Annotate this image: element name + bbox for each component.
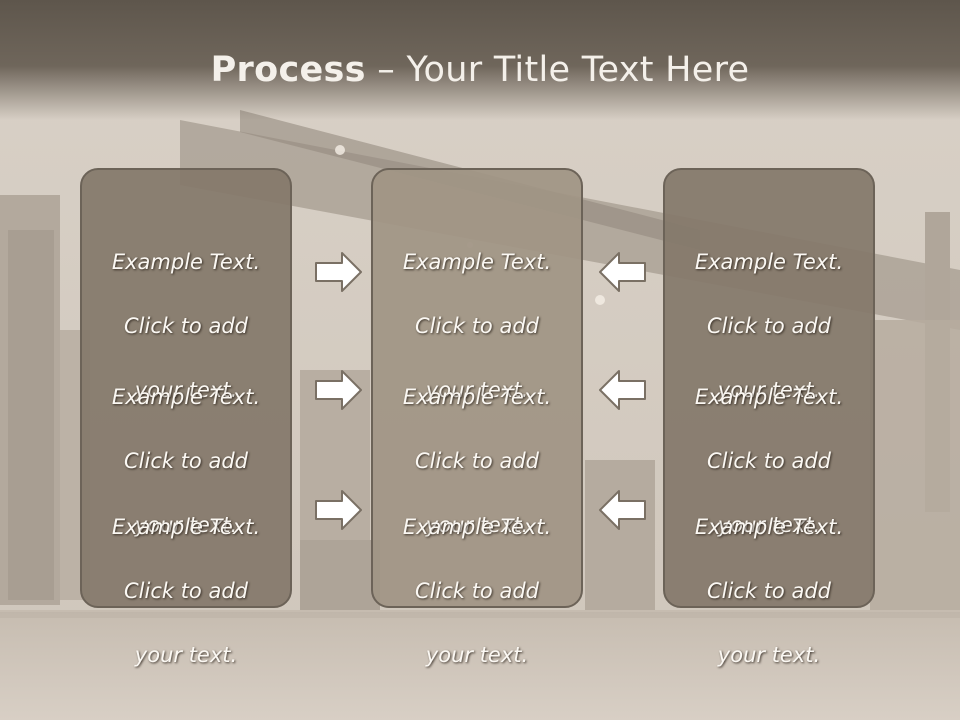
right-arrow-icon [315,370,362,410]
text-block[interactable]: Example Text. Click to add your text. [373,214,581,438]
left-arrow-icon [599,490,646,530]
slide-title[interactable]: Process – Your Title Text Here [0,50,960,90]
text-block[interactable]: Example Text. Click to add your text. [82,349,290,573]
text-block[interactable]: Example Text. Click to add your text. [665,214,873,438]
text-block[interactable]: Example Text. Click to add your text. [665,479,873,703]
right-arrow-icon [315,490,362,530]
text-line: Example Text. [402,385,552,409]
left-panel: Example Text. Click to add your text. Ex… [80,168,292,667]
title-bold-part: Process [210,50,366,90]
text-block[interactable]: Example Text. Click to add your text. [665,349,873,573]
text-line: Click to add [414,314,539,338]
text-block[interactable]: Example Text. Click to add your text. [373,479,581,703]
text-line: your text. [134,378,238,402]
text-line: your text. [717,643,821,667]
text-line: Click to add [706,449,831,473]
text-line: Click to add [123,449,248,473]
right-arrow-icon [315,252,362,292]
text-block[interactable]: Example Text. Click to add your text. [373,349,581,573]
title-bar [0,0,960,120]
text-line: Click to add [123,314,248,338]
left-arrow-icon [599,370,646,410]
text-line: Example Text. [694,250,844,274]
text-line: your text. [134,643,238,667]
left-arrow-icon [599,252,646,292]
text-line: your text. [717,378,821,402]
text-line: your text. [425,643,529,667]
right-panel: Example Text. Click to add your text. Ex… [663,168,875,667]
text-line: Example Text. [402,250,552,274]
text-line: Click to add [414,449,539,473]
text-line: Click to add [414,579,539,603]
text-line: Click to add [123,579,248,603]
text-line: Click to add [706,314,831,338]
text-block[interactable]: Example Text. Click to add your text. [82,479,290,703]
text-line: Example Text. [111,515,261,539]
title-rest-part: – Your Title Text Here [365,50,750,90]
text-line: Example Text. [694,385,844,409]
text-line: Example Text. [402,515,552,539]
text-line: your text. [425,378,529,402]
text-line: your text. [717,513,821,537]
text-block[interactable]: Example Text. Click to add your text. [82,214,290,438]
text-line: Click to add [706,579,831,603]
text-line: Example Text. [111,250,261,274]
text-line: Example Text. [111,385,261,409]
text-line: Example Text. [694,515,844,539]
text-line: your text. [134,513,238,537]
text-line: your text. [425,513,529,537]
middle-panel: Example Text. Click to add your text. Ex… [371,168,583,667]
